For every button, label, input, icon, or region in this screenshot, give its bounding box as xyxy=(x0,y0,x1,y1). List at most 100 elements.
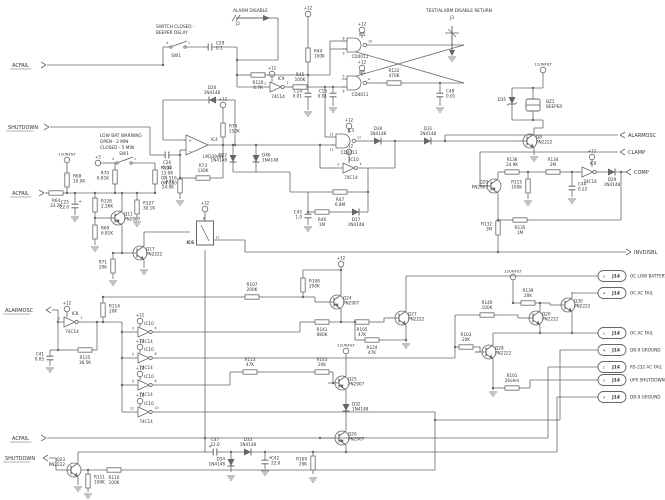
svg-text:+12: +12 xyxy=(268,66,277,71)
flag-shutdown: SHUTDOWN xyxy=(6,123,50,132)
svg-text:R140: R140 xyxy=(482,300,493,305)
svg-text:ON 516: ON 516 xyxy=(161,176,177,181)
svg-text:D29: D29 xyxy=(608,177,617,182)
flag-comp: COMP xyxy=(625,168,649,176)
svg-text:1N4148: 1N4148 xyxy=(604,182,621,187)
svg-text:1N4148: 1N4148 xyxy=(204,90,221,95)
power-+12: +12 xyxy=(201,201,210,213)
svg-text:22.0: 22.0 xyxy=(60,205,70,210)
svg-text:R113: R113 xyxy=(245,357,256,362)
svg-text:5: 5 xyxy=(342,75,344,79)
svg-text:J14: J14 xyxy=(611,395,620,401)
svg-text:0.01: 0.01 xyxy=(318,94,328,99)
svg-text:1N4148: 1N4148 xyxy=(420,131,437,136)
power-+12: +12 xyxy=(345,118,354,130)
svg-text:SHUTDOWN: SHUTDOWN xyxy=(5,456,35,462)
svg-text:R68: R68 xyxy=(73,174,82,179)
svg-text:8: 8 xyxy=(155,379,157,383)
svg-text:74C14: 74C14 xyxy=(139,419,153,424)
power-+12: +12 xyxy=(136,313,145,325)
svg-text:ACFAIL: ACFAIL xyxy=(12,63,29,69)
svg-text:R44: R44 xyxy=(314,49,323,54)
svg-text:R127: R127 xyxy=(143,201,154,206)
svg-text:4: 4 xyxy=(603,292,606,296)
svg-text:Q27: Q27 xyxy=(408,312,417,317)
svg-text:1: 1 xyxy=(603,332,605,336)
svg-text:R45: R45 xyxy=(296,72,305,77)
svg-text:IC6: IC6 xyxy=(186,240,194,245)
svg-text:CD4011: CD4011 xyxy=(341,150,358,155)
svg-text:D20: D20 xyxy=(208,85,217,90)
svg-text:C47: C47 xyxy=(211,437,220,442)
svg-text:1: 1 xyxy=(603,275,605,279)
power-12UNFILT: 12UNFILT xyxy=(504,269,523,281)
svg-text:PN2222: PN2222 xyxy=(408,317,425,322)
svg-text:3: 3 xyxy=(337,163,339,167)
svg-text:47K: 47K xyxy=(368,350,376,355)
svg-text:BZ1: BZ1 xyxy=(546,99,555,104)
svg-text:OPEN - 2 MIN: OPEN - 2 MIN xyxy=(100,139,128,145)
svg-text:470K: 470K xyxy=(389,73,400,78)
svg-text:0.01: 0.01 xyxy=(446,94,456,99)
svg-text:R125: R125 xyxy=(80,355,91,360)
svg-text:BEEPER DELAY: BEEPER DELAY xyxy=(156,30,188,36)
power-12UNFILT: 12UNFILT xyxy=(534,62,553,74)
svg-text:4: 4 xyxy=(368,78,370,82)
svg-text:CD4011: CD4011 xyxy=(352,92,369,97)
svg-text:ACFAIL: ACFAIL xyxy=(12,436,29,442)
svg-text:24.9K: 24.9K xyxy=(506,162,518,167)
svg-text:PN2222: PN2222 xyxy=(542,317,559,322)
flag-clamp: CLAMP xyxy=(619,148,645,156)
svg-text:IC9: IC9 xyxy=(278,76,285,81)
svg-text:PN2222: PN2222 xyxy=(574,304,591,309)
svg-text:J14: J14 xyxy=(611,365,620,371)
svg-text:6.8M: 6.8M xyxy=(335,202,346,207)
svg-text:INVDISBL: INVDISBL xyxy=(634,250,658,256)
svg-text:IC10: IC10 xyxy=(144,347,154,352)
svg-text:8: 8 xyxy=(342,37,344,41)
svg-text:1M: 1M xyxy=(517,230,524,235)
svg-text:3: 3 xyxy=(132,327,134,331)
svg-text:22.0: 22.0 xyxy=(210,442,220,447)
svg-text:0.01: 0.01 xyxy=(293,94,303,99)
svg-text:SW1: SW1 xyxy=(119,151,129,156)
svg-text:D32: D32 xyxy=(352,402,361,407)
svg-text:R130: R130 xyxy=(161,166,172,171)
svg-text:1N4148: 1N4148 xyxy=(240,442,257,447)
svg-text:R72: R72 xyxy=(166,180,175,185)
svg-text:2M: 2M xyxy=(550,162,557,167)
svg-text:ON 250: ON 250 xyxy=(161,181,177,186)
svg-text:IC9: IC9 xyxy=(590,161,597,166)
svg-text:OC AC FAIL: OC AC FAIL xyxy=(630,331,654,336)
svg-text:DB-9 GROUND: DB-9 GROUND xyxy=(630,395,660,400)
svg-text:J14: J14 xyxy=(611,378,620,384)
svg-text:PN2222: PN2222 xyxy=(49,462,66,467)
svg-text:1M: 1M xyxy=(319,222,326,227)
svg-text:20K: 20K xyxy=(109,309,117,314)
svg-text:C14: C14 xyxy=(294,89,303,94)
svg-text:R139: R139 xyxy=(523,288,534,293)
svg-text:R106: R106 xyxy=(309,279,320,284)
